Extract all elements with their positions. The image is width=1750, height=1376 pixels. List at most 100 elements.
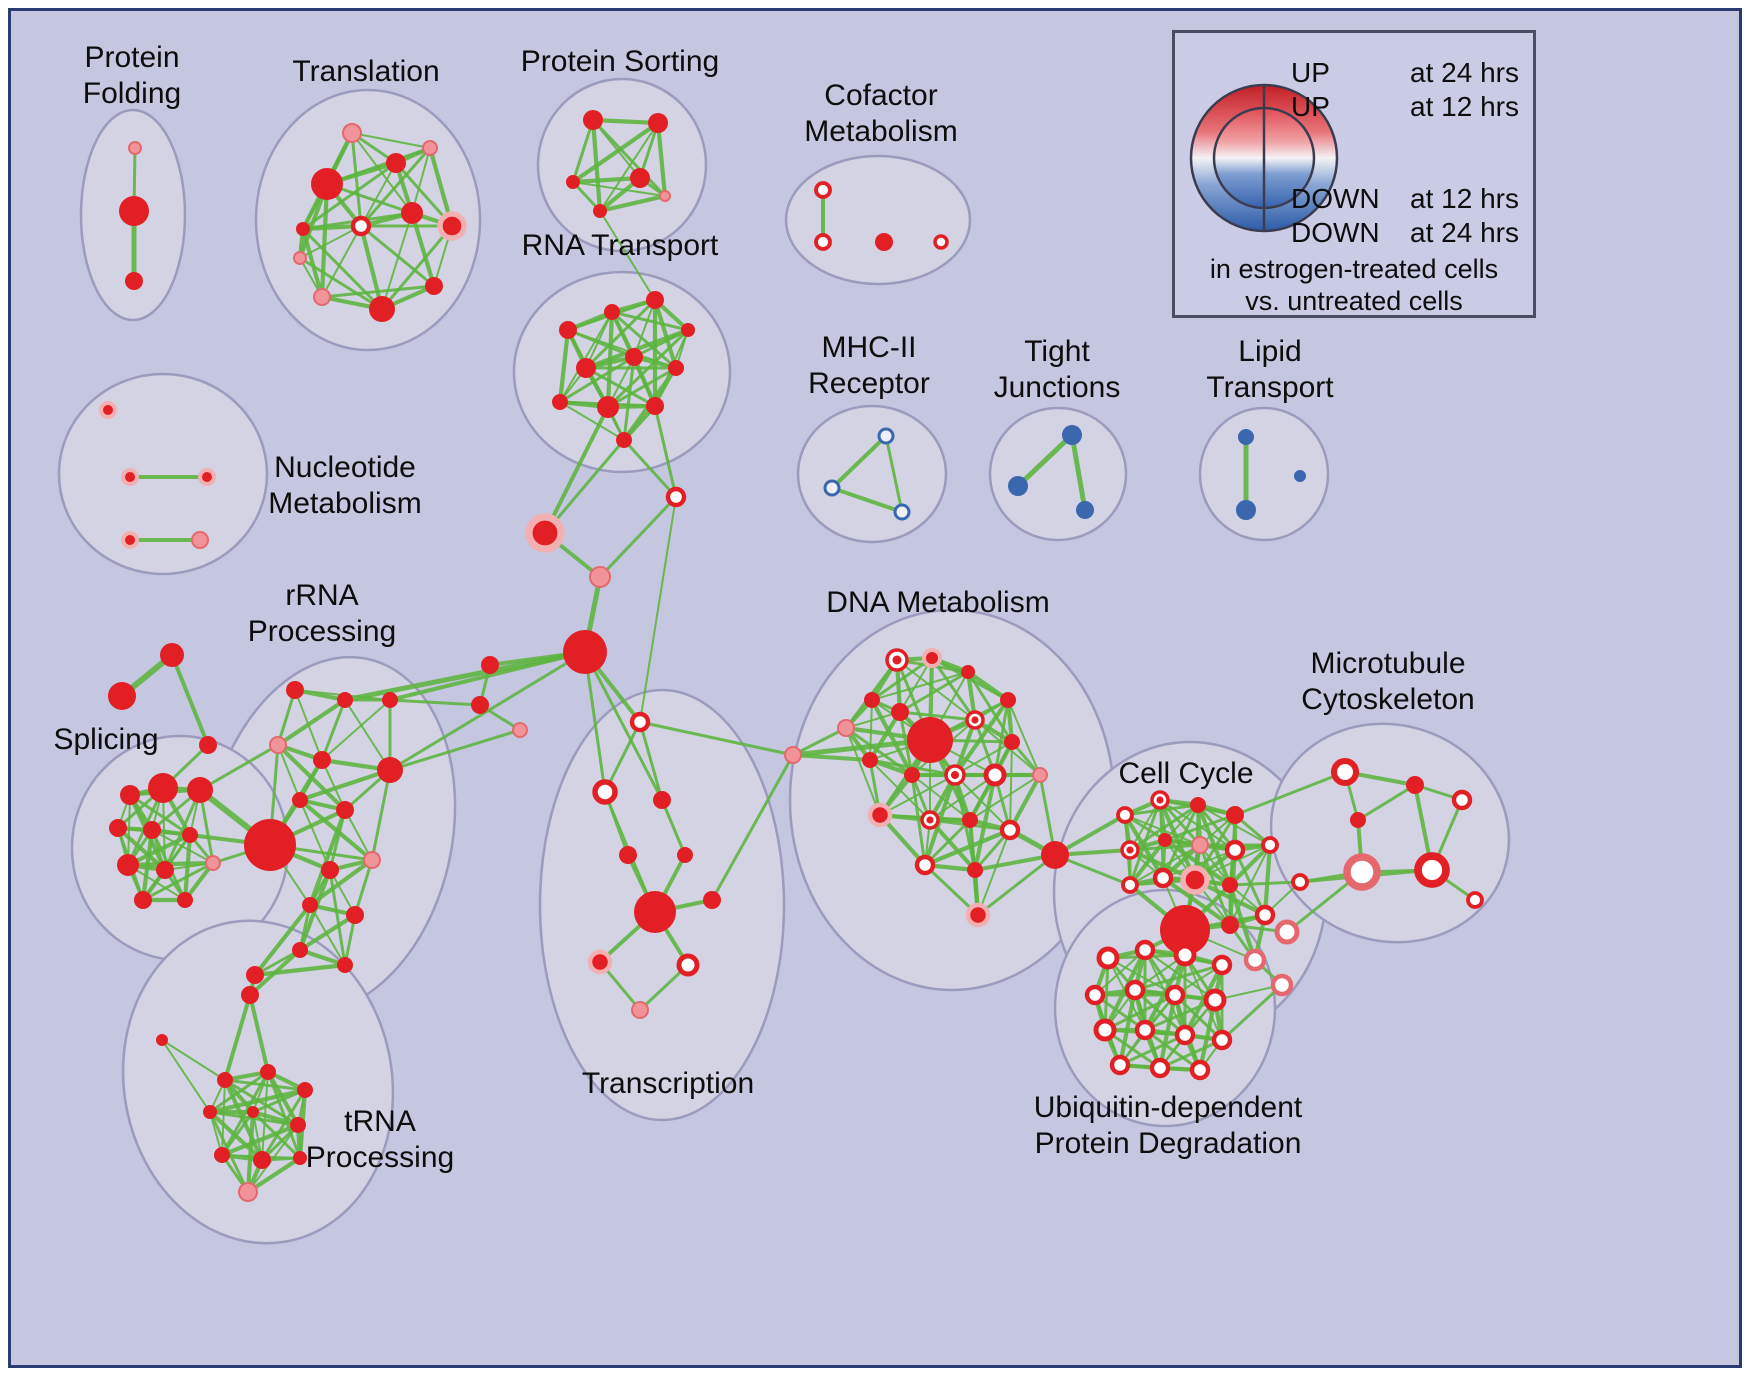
node-pf2 [119,196,149,226]
node-ps1 [583,110,603,130]
node-cc0 [1041,841,1069,869]
network-edge [1069,432,1088,513]
network-edge [572,181,666,197]
network-edge [557,327,571,405]
node-tj3 [1076,501,1094,519]
network-edge [297,767,393,803]
network-edge [1007,699,1041,776]
node-rr13 [292,942,308,958]
network-edge [248,948,302,997]
node-t3 [386,153,406,173]
node-sp11 [205,855,221,871]
node-c13 [1222,877,1238,893]
node-t2 [311,168,343,200]
network-edge [266,1070,302,1160]
node-d1 [837,719,855,737]
node-tn9 [238,1182,258,1202]
network-edge [1158,798,1202,847]
network-edge [221,1079,226,1156]
node-lt2 [1236,500,1256,520]
node-u2 [1134,939,1156,961]
node-d8 [907,717,953,763]
node-d10 [1004,734,1020,750]
node-tn3 [297,1082,313,1098]
node-mh2 [823,479,841,497]
node-d2 [864,692,880,708]
network-edge [358,223,385,312]
network-edge [1007,772,1043,833]
node-d12 [904,767,920,783]
node-d6 [1000,692,1016,708]
node-rr15 [246,966,264,984]
node-nm2 [121,468,139,486]
node-d18 [962,812,978,828]
node-cf3 [875,233,893,251]
node-rt10 [646,397,664,415]
network-edge [632,328,690,359]
network-edge [1103,993,1177,1032]
node-rr14 [337,957,353,973]
node-c15 [1221,916,1239,934]
network-edge [163,788,202,872]
node-tn4 [203,1105,217,1119]
network-edge [969,774,1041,821]
node-tn7 [214,1147,230,1163]
network-edge [638,720,664,802]
network-edge [977,829,1011,916]
network-edge [220,1110,255,1157]
node-t6 [350,215,372,237]
node-sp9 [134,891,152,909]
node-t11 [425,277,443,295]
network-edge [245,1155,303,1195]
network-edge [590,117,661,126]
network-edge [223,1078,307,1092]
node-c4 [1226,806,1244,824]
node-ps5 [593,204,607,218]
node-tn2 [260,1064,276,1080]
node-ps2 [648,113,668,133]
network-edge [328,868,347,967]
network-edge [869,699,873,761]
node-d16 [867,802,893,828]
network-edge [380,224,454,311]
legend-down24-time: at 24 hrs [1410,217,1519,248]
node-d3-core [892,655,902,665]
network-edge [930,656,977,722]
network-edge [610,310,678,370]
network-edge [381,212,413,310]
network-edge [359,224,436,288]
node-u12 [1211,1029,1233,1051]
network-edge [1128,803,1200,852]
node-d5 [961,665,975,679]
node-p1 [784,746,802,764]
node-t1 [342,123,362,143]
node-t10 [369,296,395,322]
network-edge [845,711,901,729]
node-d21 [967,862,983,878]
node-c11 [1152,867,1174,889]
node-c5-core [1126,846,1134,854]
network-edge [976,853,1057,917]
node-lt3 [1294,470,1306,482]
node-rt11 [616,432,632,448]
network-edge [830,486,904,514]
node-rr6 [292,792,308,808]
network-edge [1233,770,1347,817]
node-L3 [1270,973,1294,997]
node-d20 [914,854,936,876]
node-rt3 [646,291,664,309]
cluster-ellipse-tight-junctions [988,406,1128,542]
legend-row-down-12: DOWN at 12 hrs [1291,183,1519,215]
network-edge [559,311,613,403]
node-c2-core [1156,796,1164,804]
nodes-layer [99,110,1484,1202]
node-t12 [293,251,307,265]
network-edge [598,495,678,579]
node-sp7 [117,854,139,876]
network-edge [966,670,1014,744]
node-rt2 [604,304,620,320]
node-rt9 [597,396,619,418]
network-edge [1094,949,1146,996]
legend-box: UP at 24 hrs UP at 12 hrs DOWN at 12 hrs… [1172,30,1536,318]
